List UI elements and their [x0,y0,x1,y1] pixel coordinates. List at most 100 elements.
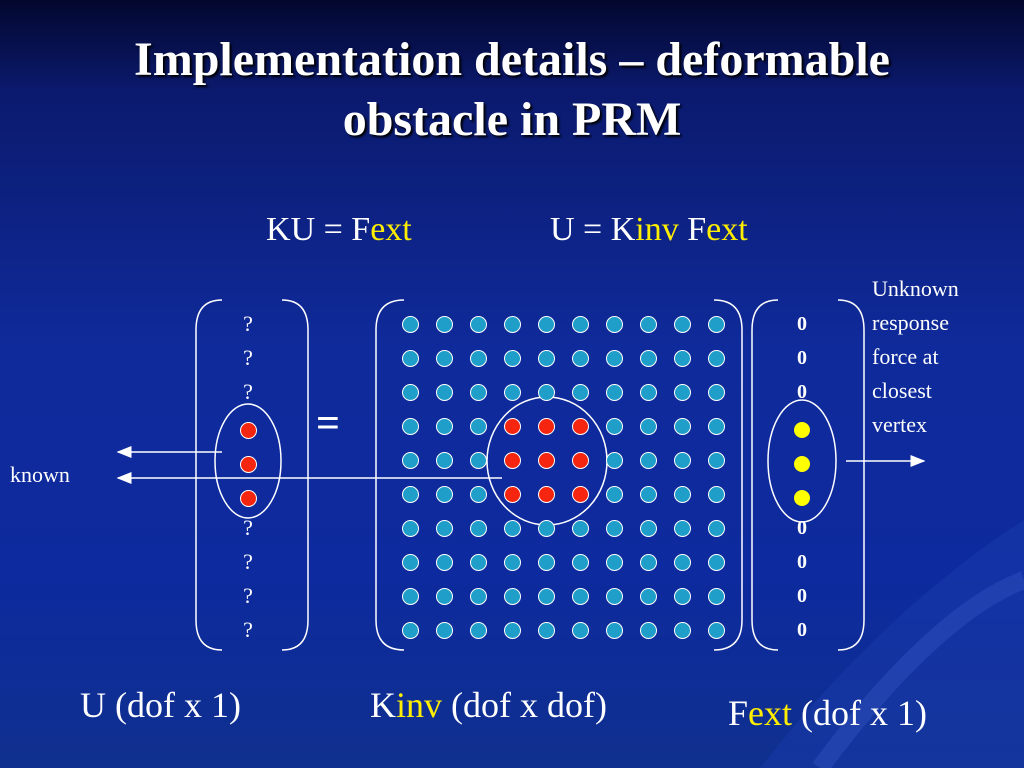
eq2-ext: ext [706,211,748,248]
matrix-node [639,553,657,571]
matrix-node [707,315,725,333]
matrix-node [639,383,657,401]
slide-title-line1: Implementation details – deformable [134,33,890,86]
matrix-node [435,315,453,333]
matrix-node [469,485,487,503]
matrix-node [707,553,725,571]
matrix-node [673,621,691,639]
annotation-line: response [872,310,949,335]
matrix-node [401,417,419,435]
f-vector-brackets [751,299,865,651]
matrix-node [707,349,725,367]
eq1-u: U = [290,211,352,248]
matrix-node [401,587,419,605]
f-force-ellipse [767,399,837,523]
eq1-k: K [266,211,291,248]
f-zero-entry: 0 [797,585,807,607]
f-zero-entry: 0 [797,619,807,641]
matrix-node [707,587,725,605]
kinv-rest: (dof x dof) [442,685,607,725]
matrix-node [639,349,657,367]
matrix-node [435,383,453,401]
matrix-node [707,383,725,401]
matrix-node [435,587,453,605]
matrix-node [605,519,623,537]
fext-dimension-label: Fext (dof x 1) [728,690,927,736]
matrix-node [571,315,589,333]
matrix-node [639,417,657,435]
eq1-ext: ext [370,211,412,248]
matrix-node [503,553,521,571]
f-zero-entry: 0 [797,381,807,403]
matrix-node [707,417,725,435]
matrix-node [571,553,589,571]
matrix-node [537,383,555,401]
matrix-node [469,553,487,571]
matrix-node [673,519,691,537]
eq2-inv: inv [635,211,679,248]
f-zero-entry: 0 [797,517,807,539]
matrix-node [469,587,487,605]
matrix-node [401,485,419,503]
matrix-node [537,553,555,571]
matrix-node [673,485,691,503]
u-unknown-entry: ? [243,583,253,608]
matrix-node [639,315,657,333]
matrix-node [639,485,657,503]
matrix-node [673,553,691,571]
matrix-node [469,383,487,401]
matrix-node [469,349,487,367]
matrix-node [537,587,555,605]
matrix-node [503,383,521,401]
matrix-node [537,621,555,639]
u-unknown-entry: ? [243,617,253,642]
matrix-node-highlighted [537,485,555,503]
eq1-f: F [351,211,371,248]
matrix-node [605,553,623,571]
eq2-k: K [610,211,636,248]
annotation-line: vertex [872,412,927,437]
annotation-line: closest [872,378,932,403]
matrix-node [401,519,419,537]
matrix-node [469,417,487,435]
equation-ku-fext: KU = Fext [266,208,412,252]
matrix-node [707,451,725,469]
fext-ext: ext [748,693,793,733]
matrix-node [503,349,521,367]
f-zero-entry: 0 [797,347,807,369]
matrix-node [435,621,453,639]
matrix-node [605,417,623,435]
matrix-node [673,383,691,401]
annotation-line: force at [872,344,939,369]
matrix-node [639,451,657,469]
kinv-dimension-label: Kinv (dof x dof) [370,682,607,728]
f-force-node [794,456,810,472]
u-unknown-entry: ? [243,379,253,404]
matrix-node [605,587,623,605]
matrix-node [537,519,555,537]
matrix-node [537,349,555,367]
matrix-node [673,349,691,367]
matrix-node [503,315,521,333]
f-zero-entry: 0 [797,551,807,573]
matrix-node [571,587,589,605]
u-unknown-entry: ? [243,515,253,540]
equals-sign: = [316,401,340,447]
known-label: known [10,462,70,487]
matrix-node [605,485,623,503]
matrix-node [401,451,419,469]
matrix-node [605,349,623,367]
matrix-node-highlighted [503,417,521,435]
matrix-node [503,587,521,605]
matrix-node [707,621,725,639]
matrix-node-highlighted [571,485,589,503]
matrix-node [707,485,725,503]
u-known-node [239,489,257,507]
matrix-node [571,349,589,367]
matrix-node [707,519,725,537]
matrix-node [401,315,419,333]
matrix-node [605,451,623,469]
matrix-node [435,417,453,435]
matrix-node-highlighted [571,417,589,435]
u-dimension-label: U (dof x 1) [80,685,241,725]
